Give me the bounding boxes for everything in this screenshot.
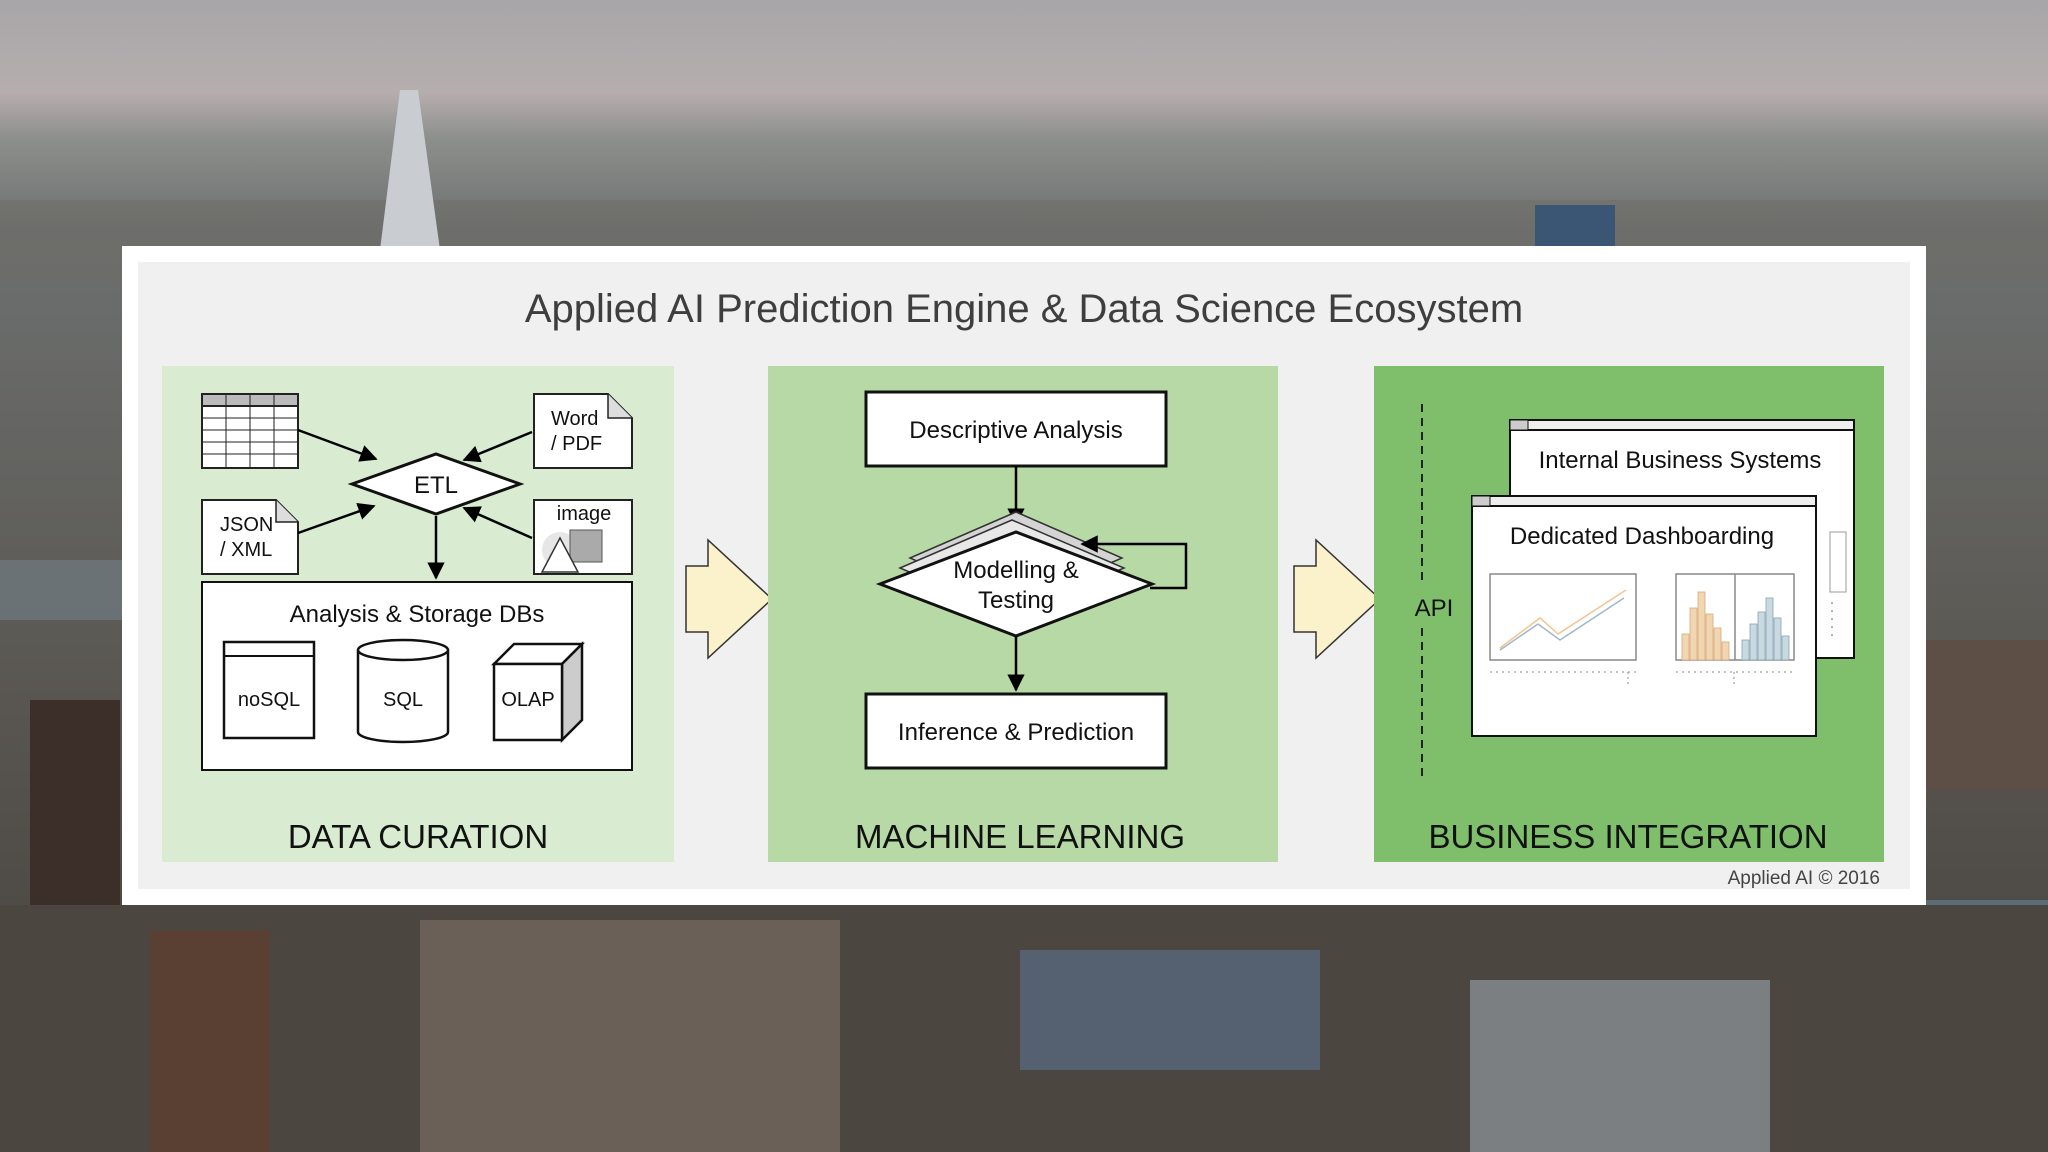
copyright-footer: Applied AI © 2016 [1728, 868, 1880, 889]
modelling-feedback-loop-arrow [1080, 535, 1188, 590]
api-label-bg [1408, 586, 1458, 622]
modelling-label: Modelling & [953, 557, 1078, 584]
storage-dbs-title: Analysis & Storage DBs [290, 601, 545, 628]
word-to-etl-arrow [462, 430, 533, 463]
word-label: Word [551, 408, 598, 430]
image-document-icon [533, 499, 633, 575]
diagram-panel: Applied AI Prediction Engine & Data Scie… [138, 262, 1910, 889]
etl-label: ETL [414, 472, 458, 499]
business-integration-heading: BUSINESS INTEGRATION [1428, 818, 1827, 855]
histogram-thumbnail [1675, 573, 1795, 686]
line-chart-thumbnail [1489, 573, 1637, 686]
ecosystem-diagram: Applied AI Prediction Engine & Data Scie… [162, 287, 1884, 889]
etl-node [347, 452, 525, 516]
machine-learning-heading: MACHINE LEARNING [855, 818, 1185, 855]
olap-cube-icon [490, 640, 586, 744]
json-xml-document-icon [201, 499, 299, 575]
json-label: JSON [220, 514, 273, 536]
modelling-testing-node [875, 530, 1157, 638]
nosql-db-icon [222, 640, 316, 740]
word-pdf-document-icon [533, 393, 633, 469]
sql-label: SQL [383, 689, 423, 711]
descriptive-analysis-label: Descriptive Analysis [909, 417, 1122, 444]
nosql-label: noSQL [238, 689, 300, 711]
descriptive-analysis-box [864, 390, 1168, 468]
olap-label: OLAP [501, 689, 554, 711]
spreadsheet-to-etl-arrow [297, 428, 378, 462]
xml-label: / XML [220, 539, 272, 561]
flow-arrow-curation-to-ml [685, 538, 774, 660]
api-label: API [1415, 595, 1454, 622]
image-label: image [557, 503, 611, 525]
inference-prediction-label: Inference & Prediction [898, 719, 1134, 746]
dedicated-dashboarding-label: Dedicated Dashboarding [1510, 523, 1774, 550]
image-to-etl-arrow [462, 506, 533, 540]
data-curation-heading: DATA CURATION [288, 818, 548, 855]
slide-card: Applied AI Prediction Engine & Data Scie… [122, 246, 1926, 905]
json-to-etl-arrow [297, 503, 376, 535]
testing-label: Testing [978, 587, 1054, 614]
sql-db-icon [356, 638, 450, 744]
inference-prediction-box [864, 692, 1168, 770]
internal-business-systems-label: Internal Business Systems [1539, 447, 1822, 474]
diagram-title: Applied AI Prediction Engine & Data Scie… [525, 287, 1523, 331]
spreadsheet-icon [201, 393, 299, 469]
flow-arrow-ml-to-business [1293, 538, 1382, 660]
pdf-label: / PDF [551, 433, 602, 455]
